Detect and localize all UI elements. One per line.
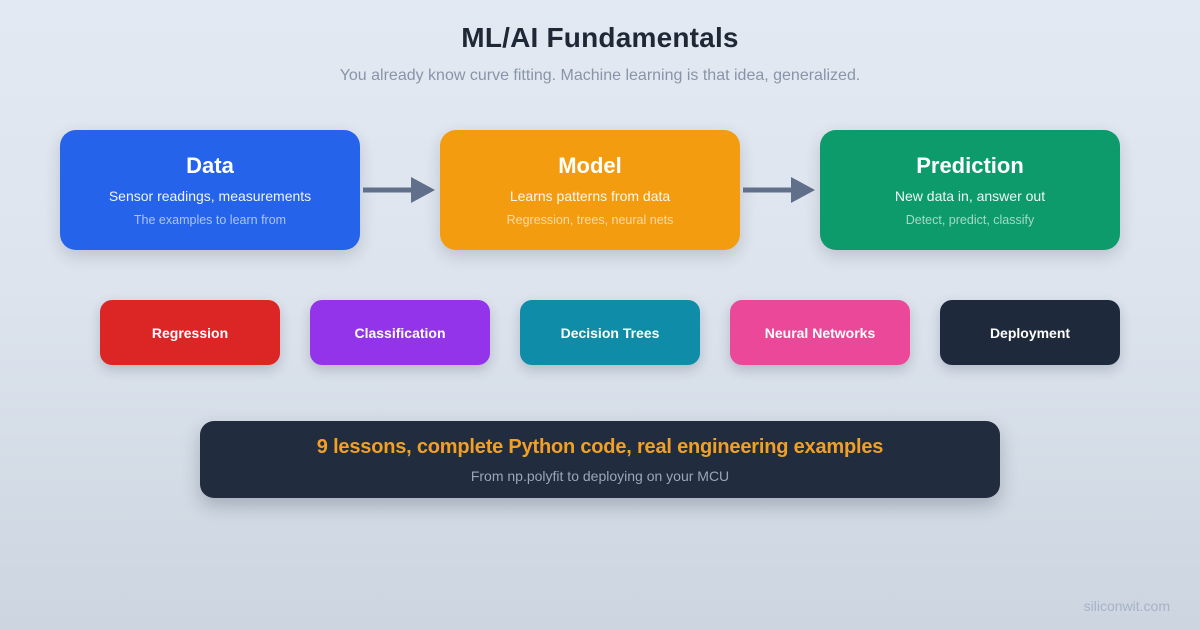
banner-headline: 9 lessons, complete Python code, real en… (316, 435, 884, 458)
step-title: Prediction (916, 153, 1024, 178)
topic-pill-classification: Classification (310, 300, 490, 365)
topic-pill-regression: Regression (100, 300, 280, 365)
step-description: New data in, answer out (894, 188, 1046, 204)
banner-subline: From np.polyfit to deploying on your MCU (470, 467, 730, 484)
watermark-text: siliconwit.com (1083, 598, 1170, 614)
topic-pill-label: Deployment (989, 324, 1071, 341)
arrow-right-icon (363, 177, 435, 203)
step-caption: Regression, trees, neural nets (506, 213, 674, 227)
step-card-data: Data Sensor readings, measurements The e… (60, 130, 360, 250)
step-description: Sensor readings, measurements (108, 188, 312, 204)
step-card-model: Model Learns patterns from data Regressi… (440, 130, 740, 250)
step-title: Data (186, 153, 234, 178)
topic-pill-label: Neural Networks (764, 324, 876, 341)
arrow-right-icon (743, 177, 815, 203)
step-description: Learns patterns from data (509, 188, 671, 204)
arrow-head (791, 177, 815, 203)
step-title: Model (558, 153, 622, 178)
step-card-prediction: Prediction New data in, answer out Detec… (820, 130, 1120, 250)
arrow-shaft (743, 187, 797, 193)
topic-pill-neural-networks: Neural Networks (730, 300, 910, 365)
topic-pill-label: Regression (151, 324, 229, 341)
topic-pill-deployment: Deployment (940, 300, 1120, 365)
step-caption: Detect, predict, classify (905, 213, 1035, 227)
page-subtitle: You already know curve fitting. Machine … (339, 67, 861, 84)
step-caption: The examples to learn from (133, 213, 287, 227)
page-title: ML/AI Fundamentals (461, 22, 739, 53)
arrow-head (411, 177, 435, 203)
topic-pill-label: Classification (354, 324, 446, 341)
topic-pill-decision-trees: Decision Trees (520, 300, 700, 365)
arrow-shaft (363, 187, 417, 193)
footer-banner: 9 lessons, complete Python code, real en… (200, 421, 1000, 498)
topic-pill-label: Decision Trees (560, 324, 660, 341)
